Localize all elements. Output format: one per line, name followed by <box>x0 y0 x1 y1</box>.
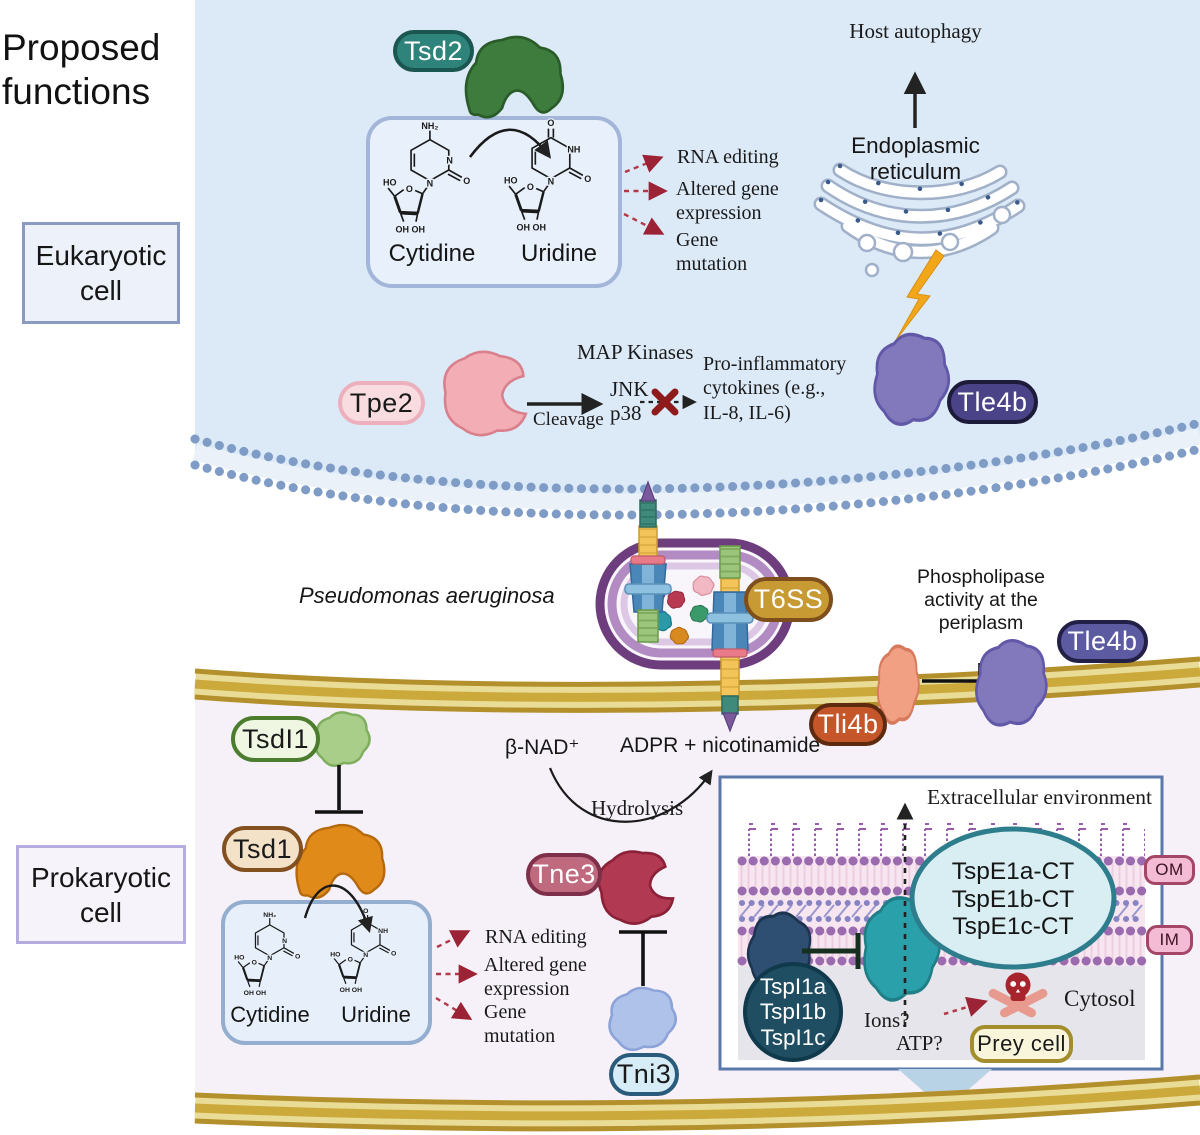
lightning-icon <box>895 249 945 341</box>
beta-nad-label: β-NAD⁺ <box>505 736 580 759</box>
euk-uridine-label: Uridine <box>520 240 598 267</box>
prokaryotic-cell-label: Prokaryotic cell <box>16 845 186 944</box>
p38-label: p38 <box>610 401 642 425</box>
tspi1c-label: TspI1c <box>760 1024 826 1050</box>
prey-cell-badge-label: Prey cell <box>977 1031 1066 1056</box>
euk-nucleoside-box <box>366 116 622 288</box>
prok-uridine-label: Uridine <box>341 1002 411 1027</box>
t6ss-machine-up <box>624 480 672 643</box>
extracellular-label: Extracellular environment <box>926 785 1152 809</box>
tsdi1-badge: TsdI1 <box>231 716 320 762</box>
euk-cytidine-label: Cytidine <box>388 240 476 267</box>
t6ss-badge: T6SS <box>744 577 833 622</box>
euk-gene-mutation-label: Gene mutation <box>676 229 748 276</box>
hydrolysis-label: Hydrolysis <box>591 796 684 820</box>
tspe1c-label: TspE1c-CT <box>952 913 1074 941</box>
prok-gene-mutation-label: Gene mutation <box>484 1001 556 1048</box>
prey-membrane-bottom <box>194 1074 1200 1132</box>
cleavage-label: Cleavage <box>533 409 604 430</box>
tsdi1-badge-label: TsdI1 <box>241 723 310 754</box>
jnk-label: JNK <box>610 377 649 401</box>
tspe1b-label: TspE1b-CT <box>951 885 1075 913</box>
tsd1-badge-label: Tsd1 <box>232 833 293 864</box>
prok-nucleoside-box <box>221 900 432 1045</box>
inset-inhibition-bar <box>802 933 861 969</box>
tsd1-badge: Tsd1 <box>222 826 303 872</box>
im-badge-label: IM <box>1159 930 1180 949</box>
tle4b-badge-label: Tle4b <box>957 386 1028 417</box>
adpr-label: ADPR + nicotinamide <box>620 734 821 757</box>
tsd2-badge-label: Tsd2 <box>403 35 464 66</box>
tsd2-badge: Tsd2 <box>393 30 474 72</box>
euk-rna-editing-label: RNA editing <box>677 146 779 168</box>
prok-rna-editing-label: RNA editing <box>485 926 587 948</box>
atp-label: ATP? <box>896 1031 943 1055</box>
tspi1a-label: TspI1a <box>759 974 827 999</box>
euk-altered-gene-label: Altered gene expression <box>676 178 779 225</box>
prok-outcome-arrows <box>435 930 478 1020</box>
tspi1b-label: TspI1b <box>759 999 827 1025</box>
tne3-badge: Tne3 <box>526 853 602 896</box>
tni3-badge: Tni3 <box>609 1053 679 1096</box>
deamination-arrow-prok <box>303 884 373 933</box>
tle4b-badge-euk: Tle4b <box>947 380 1038 424</box>
er-label: Endoplasmic reticulum <box>851 133 980 184</box>
deamination-arrow-euk <box>468 128 552 159</box>
tpe2-badge: Tpe2 <box>338 381 425 425</box>
tspi-labels: TspI1a TspI1b TspI1c <box>738 974 848 1050</box>
tne3-badge-label: Tne3 <box>532 859 596 889</box>
tspe-ellipse <box>909 826 1117 970</box>
tni3-badge-label: Tni3 <box>616 1059 672 1089</box>
tspe1a-label: TspE1a-CT <box>951 858 1075 885</box>
map-kinases-label: MAP Kinases <box>577 340 694 364</box>
t6ss-badge-label: T6SS <box>753 584 824 614</box>
inhibit-x-icon <box>651 388 679 416</box>
tle4b-badge-prey: Tle4b <box>1057 620 1148 663</box>
host-autophagy-label: Host autophagy <box>849 19 982 43</box>
om-badge: OM <box>1144 855 1195 885</box>
tli4b-badge: Tli4b <box>809 703 887 746</box>
ions-label: Ions? <box>864 1008 910 1032</box>
inset-pointer <box>898 1069 992 1110</box>
skull-icon <box>988 972 1048 1018</box>
tle4b-badge-label: Tle4b <box>1067 626 1138 656</box>
toxicity-dashed-arrow <box>943 996 988 1017</box>
tli4b-protein <box>876 644 921 725</box>
tli4b-badge-label: Tli4b <box>817 709 879 739</box>
t6ss-machine-down <box>706 545 754 733</box>
cytosol-label: Cytosol <box>1064 986 1136 1011</box>
im-badge: IM <box>1146 925 1193 955</box>
om-badge-label: OM <box>1155 860 1184 879</box>
page-title: Proposed functions <box>2 27 161 113</box>
prok-cytidine-label: Cytidine <box>230 1002 310 1027</box>
euk-outcome-arrows <box>623 154 668 235</box>
prey-inset <box>718 775 1164 1071</box>
eukaryotic-cell-label: Eukaryotic cell <box>22 222 180 324</box>
tspe-labels: TspE1a-CT TspE1b-CT TspE1c-CT <box>918 858 1108 941</box>
tpe2-badge-label: Tpe2 <box>349 387 414 418</box>
tni3-inhibition-bar <box>619 930 667 986</box>
phospholipase-label: Phospholipase activity at the periplasm <box>917 566 1045 634</box>
prok-altered-gene-label: Altered gene expression <box>484 954 587 1001</box>
plasma-membrane <box>190 418 1200 520</box>
hydrolysis-arrow <box>548 767 713 823</box>
species-label: Pseudomonas aeruginosa <box>299 583 555 608</box>
tspi-circle <box>743 962 843 1062</box>
tsdi1-protein <box>314 711 371 767</box>
tsdi1-inhibition-bar <box>315 765 363 814</box>
cytokines-label: Pro-inflammatory cytokines (e.g., IL-8, … <box>703 353 847 424</box>
endoplasmic-reticulum-graphic <box>813 162 1026 278</box>
prey-cell-badge: Prey cell <box>970 1025 1073 1063</box>
